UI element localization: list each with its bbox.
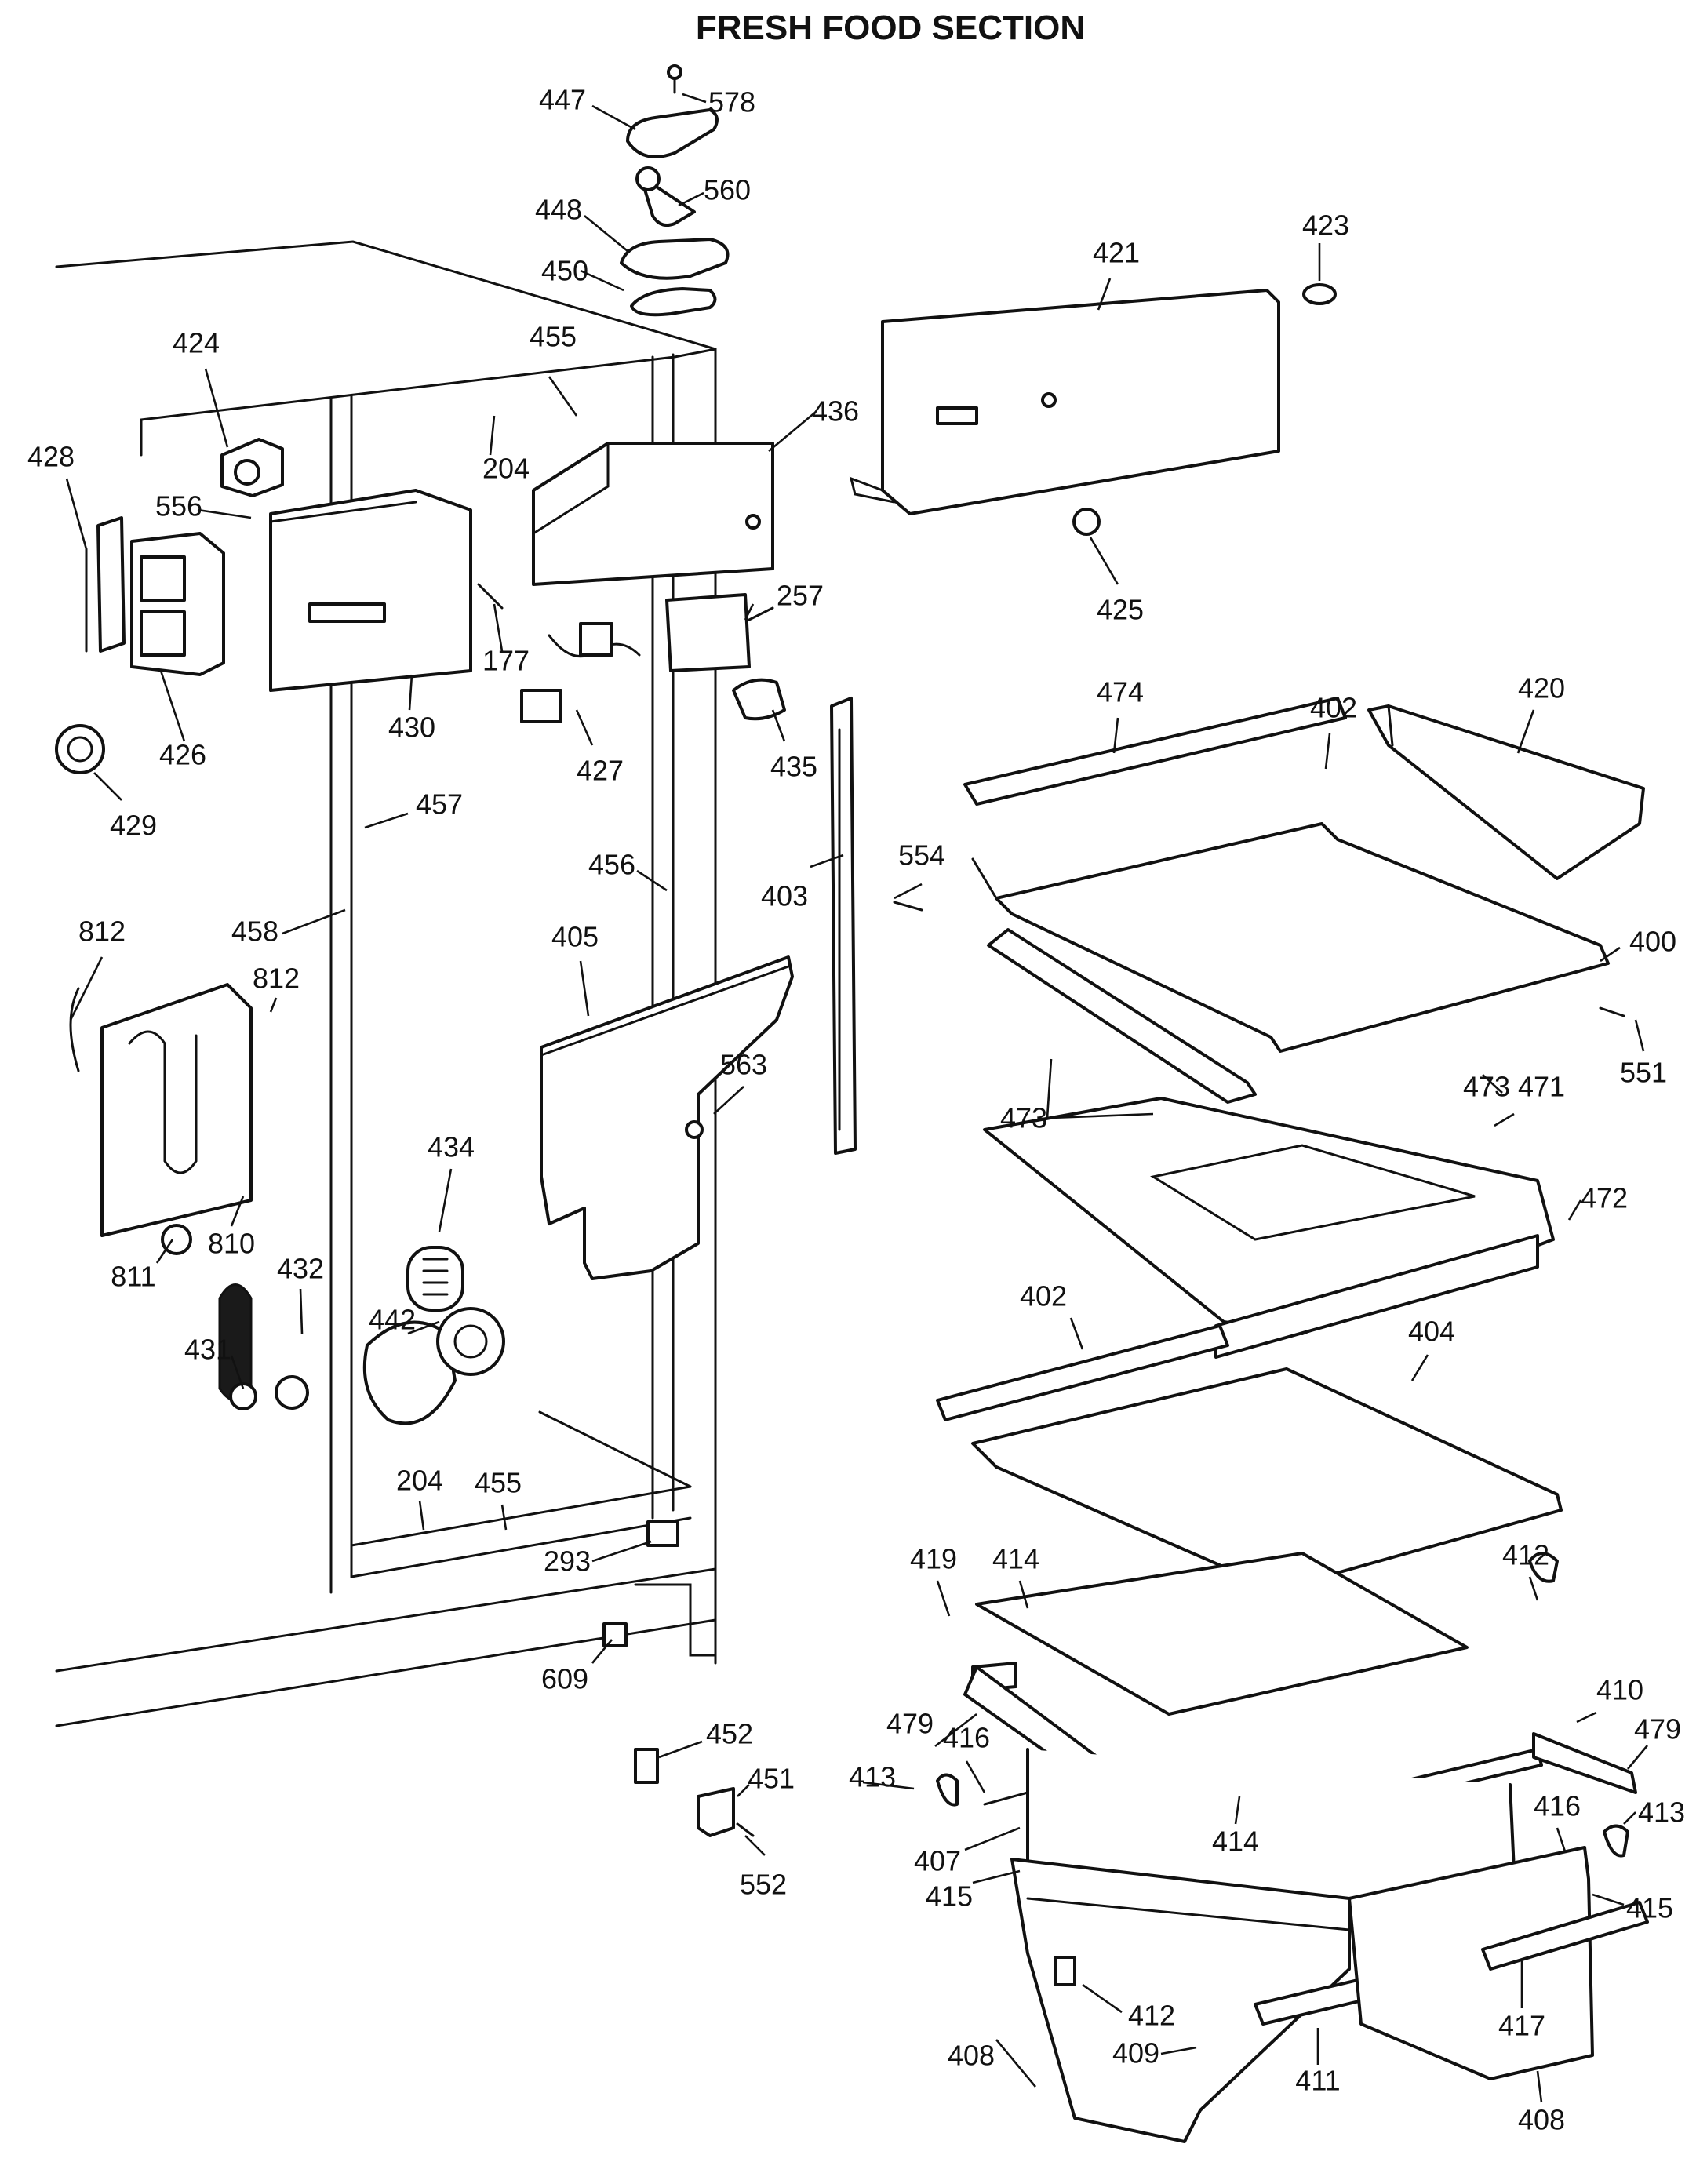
middle-shelf: [936, 1324, 1563, 1594]
callout-204: 204: [482, 453, 530, 485]
callout-474: 474: [1097, 676, 1144, 708]
callout-436: 436: [812, 395, 859, 428]
callout-450: 450: [541, 255, 588, 287]
dairy-bin: [1367, 704, 1645, 880]
callout-451: 451: [748, 1763, 795, 1795]
callout-419: 419: [910, 1543, 957, 1575]
callout-556: 556: [155, 490, 202, 522]
callout-552: 552: [740, 1869, 787, 1901]
lower-hinge-parts: [602, 1520, 755, 1837]
heater-plate: [69, 983, 505, 1425]
callout-415: 415: [1626, 1892, 1673, 1924]
callout-429: 429: [110, 810, 157, 842]
callout-560: 560: [704, 174, 751, 206]
callout-403: 403: [761, 880, 808, 912]
crisper-drawer-right: [1348, 1846, 1649, 2080]
callout-413: 413: [849, 1761, 896, 1793]
callout-812-b: 812: [253, 963, 300, 995]
callout-456: 456: [588, 849, 635, 881]
callout-810: 810: [208, 1228, 255, 1260]
callout-413-b: 413: [1638, 1796, 1685, 1829]
callout-434: 434: [428, 1131, 475, 1163]
callout-431: 431: [184, 1334, 231, 1366]
callout-177: 177: [482, 645, 530, 677]
callout-204-b: 204: [396, 1465, 443, 1497]
callout-416-b: 416: [1534, 1790, 1581, 1822]
top-shelf: [963, 697, 1625, 1104]
callout-609: 609: [541, 1663, 588, 1695]
callout-473-b: 473: [1463, 1071, 1510, 1103]
callout-414-b: 414: [1212, 1825, 1259, 1858]
callout-563: 563: [720, 1049, 767, 1081]
callout-414: 414: [992, 1543, 1039, 1575]
shelf-cover-top: [849, 283, 1337, 536]
callout-455: 455: [530, 321, 577, 353]
callout-554: 554: [898, 839, 945, 872]
callout-455-b: 455: [475, 1467, 522, 1499]
callout-551: 551: [1620, 1057, 1667, 1089]
callout-408: 408: [948, 2040, 995, 2072]
callout-416: 416: [943, 1722, 990, 1754]
callout-424: 424: [173, 327, 220, 359]
callout-404: 404: [1408, 1316, 1455, 1348]
callout-411: 411: [1295, 2065, 1340, 2097]
callout-812: 812: [78, 915, 126, 948]
upper-hinge-parts: [620, 64, 730, 317]
callout-472: 472: [1581, 1182, 1628, 1214]
callout-452: 452: [706, 1718, 753, 1750]
control-parts: [55, 438, 786, 774]
callout-426: 426: [159, 739, 206, 771]
callout-432: 432: [277, 1253, 324, 1285]
callout-578: 578: [708, 86, 755, 118]
callout-479: 479: [1634, 1713, 1681, 1745]
callout-408-b: 408: [1518, 2104, 1565, 2136]
callout-423: 423: [1302, 209, 1349, 242]
callout-435: 435: [770, 751, 817, 783]
meat-drawer: [983, 1097, 1555, 1359]
callout-407: 407: [914, 1845, 961, 1877]
leader-lines: [65, 93, 1648, 2103]
callout-402-b: 402: [1020, 1280, 1067, 1312]
callout-412: 412: [1502, 1539, 1549, 1571]
callout-415-b: 415: [926, 1880, 973, 1913]
callout-409: 409: [1112, 2037, 1159, 2069]
callout-428: 428: [27, 441, 75, 473]
callout-400: 400: [1629, 926, 1676, 958]
air-cover: [540, 956, 794, 1280]
callout-448: 448: [535, 194, 582, 226]
callout-458: 458: [231, 915, 278, 948]
diagram-title: FRESH FOOD SECTION: [696, 9, 1085, 47]
callout-402: 402: [1310, 692, 1357, 724]
callout-447: 447: [539, 84, 586, 116]
callout-425: 425: [1097, 594, 1144, 626]
shelf-rail: [830, 697, 923, 1155]
callout-427: 427: [577, 755, 624, 787]
callout-420: 420: [1518, 672, 1565, 704]
callout-471: 471: [1518, 1071, 1565, 1103]
callout-442: 442: [369, 1304, 416, 1336]
callout-430: 430: [388, 712, 435, 744]
callout-405: 405: [551, 921, 599, 953]
callout-labels: 447 578 560 448 450 421 423 424 455 436 …: [27, 84, 1685, 2136]
callout-417: 417: [1498, 2010, 1545, 2042]
callout-257: 257: [777, 580, 824, 612]
callout-421: 421: [1093, 237, 1140, 269]
callout-293: 293: [544, 1545, 591, 1578]
callout-473: 473: [1000, 1102, 1047, 1134]
callout-410: 410: [1596, 1674, 1643, 1706]
callout-412-b: 412: [1128, 2000, 1175, 2032]
callout-479-b: 479: [886, 1708, 934, 1740]
callout-457: 457: [416, 788, 463, 821]
callout-811: 811: [111, 1261, 155, 1293]
